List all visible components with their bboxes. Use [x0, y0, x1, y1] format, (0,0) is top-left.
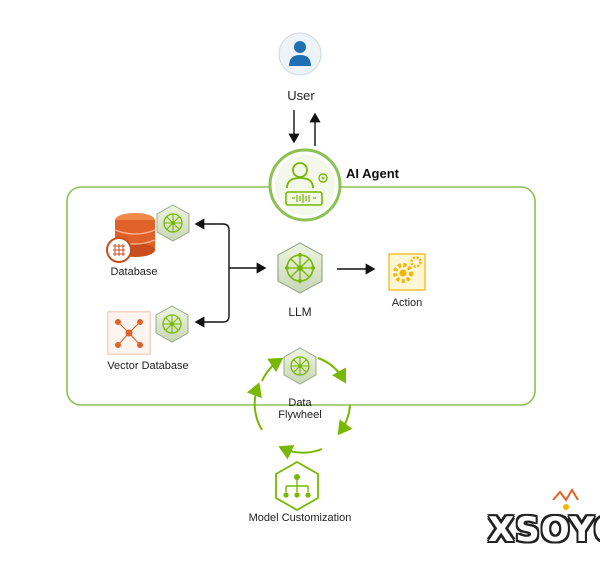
- watermark-logo: [552, 488, 579, 510]
- vector-database-icon: [107, 311, 151, 355]
- llm-cube-icon: [277, 242, 323, 294]
- database-icon: [106, 213, 156, 263]
- arrow-llm-to-database: [194, 218, 230, 268]
- flywheel-arc-bottom: [278, 444, 323, 460]
- ai-agent-icon: [268, 148, 342, 222]
- user-label: User: [287, 88, 315, 103]
- data-flywheel-cube-icon: [283, 347, 317, 385]
- flywheel-arc-left: [246, 382, 263, 431]
- action-gear-icon: [388, 253, 426, 291]
- llm-label: LLM: [288, 305, 312, 319]
- flywheel-arc-top-left: [261, 357, 284, 382]
- watermark-text: XSOYO: [488, 510, 600, 550]
- flywheel-arc-right: [337, 404, 353, 436]
- ai-agent-label: AI Agent: [346, 166, 399, 181]
- database-cube-icon: [156, 204, 190, 242]
- arrow-llm-to-vector-database: [194, 268, 230, 328]
- vector-database-label: Vector Database: [107, 360, 189, 372]
- model-customization-label: Model Customization: [248, 512, 352, 524]
- model-customization-icon: [275, 460, 319, 512]
- database-label: Database: [110, 266, 158, 278]
- vector-database-cube-icon: [155, 305, 189, 343]
- action-label: Action: [391, 297, 423, 309]
- data-flywheel-label: Data Flywheel: [278, 397, 322, 421]
- flywheel-arc-top-right: [317, 357, 346, 384]
- user-icon: [278, 32, 322, 76]
